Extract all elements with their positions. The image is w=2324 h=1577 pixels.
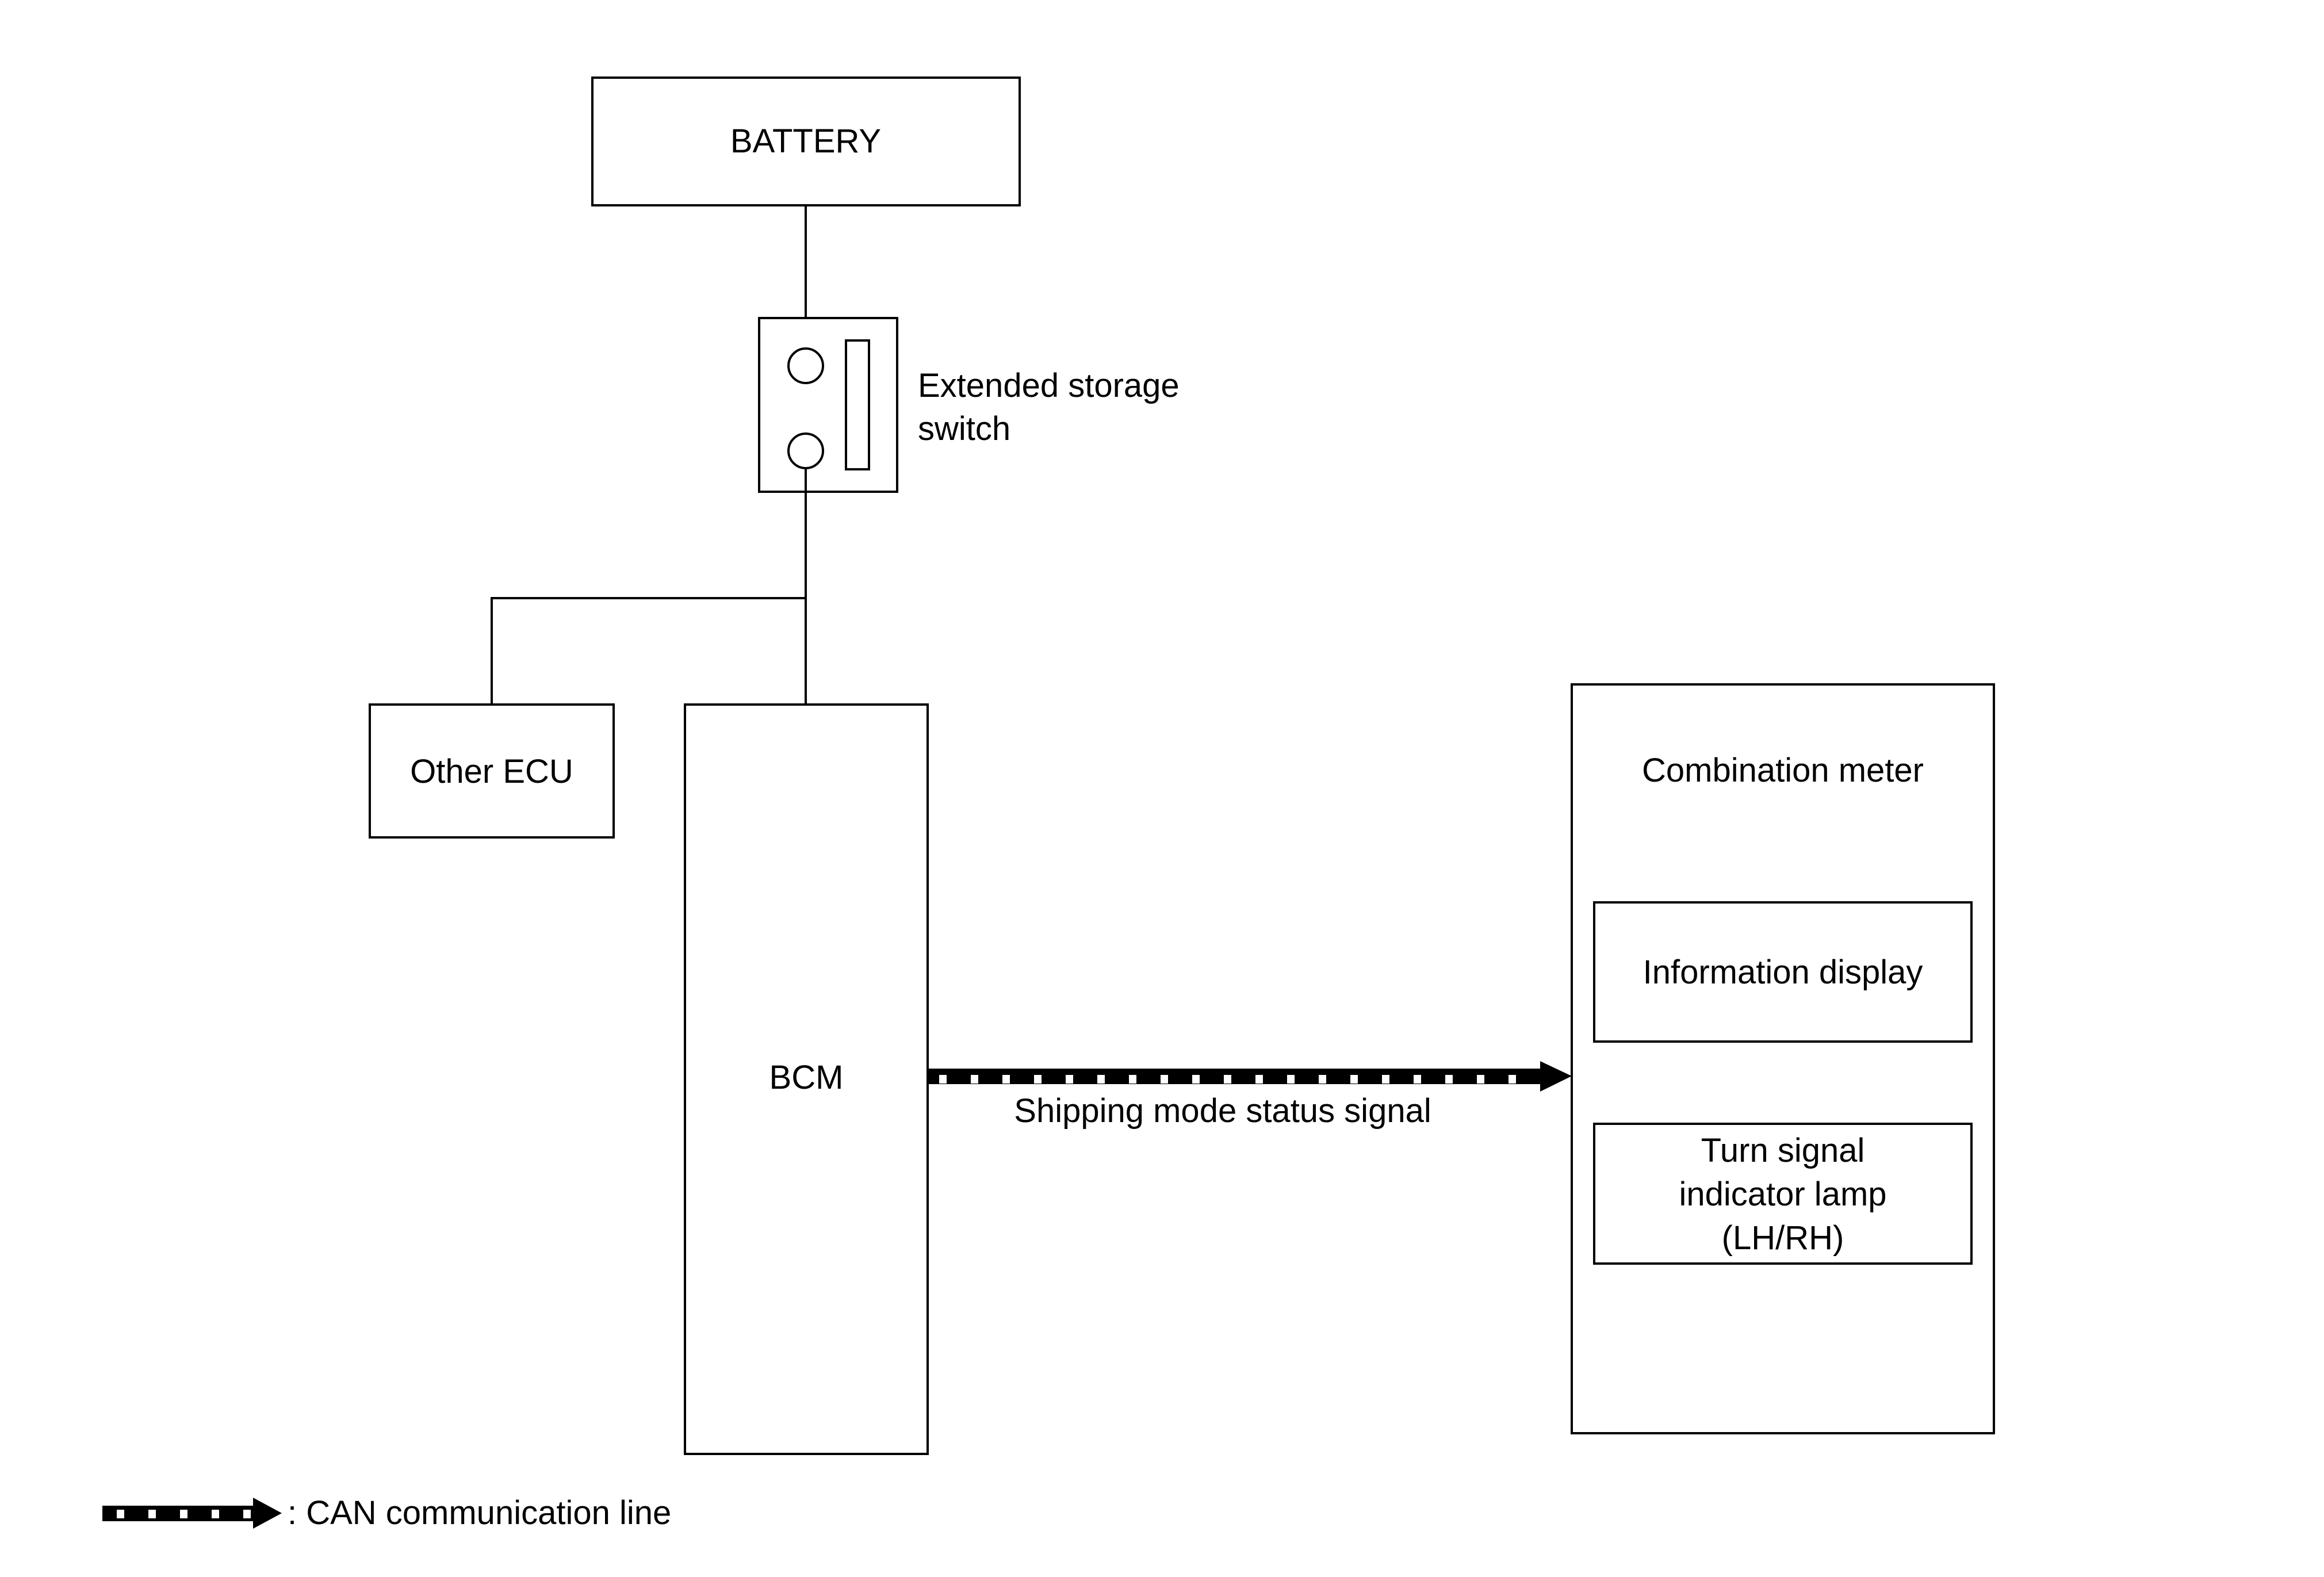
switch-terminal-top bbox=[787, 347, 824, 384]
switch-fuse-element bbox=[845, 339, 870, 470]
turn-signal-label-line3: (LH/RH) bbox=[1722, 1219, 1844, 1257]
other-ecu-box bbox=[369, 703, 615, 839]
battery-box bbox=[591, 76, 1021, 206]
legend-can-label: : CAN communication line bbox=[288, 1494, 671, 1532]
signal-label: Shipping mode status signal bbox=[1014, 1092, 1431, 1130]
storage-switch-label-line1: Extended storage bbox=[918, 367, 1180, 404]
legend-can-arrowhead bbox=[253, 1498, 282, 1529]
combination-meter-box bbox=[1571, 683, 1995, 1434]
switch-terminal-bottom bbox=[787, 432, 824, 469]
turn-signal-lamp-box bbox=[1593, 1123, 1973, 1265]
legend-can-line-sample bbox=[102, 1506, 255, 1521]
bcm-label: BCM bbox=[769, 1059, 844, 1096]
bcm-box bbox=[684, 703, 929, 1455]
other-ecu-label: Other ECU bbox=[410, 753, 573, 790]
information-display-label: Information display bbox=[1643, 954, 1923, 991]
storage-switch-box bbox=[758, 317, 898, 493]
turn-signal-label-line2: indicator lamp bbox=[1679, 1176, 1886, 1213]
turn-signal-label-line1: Turn signal bbox=[1701, 1132, 1865, 1169]
combination-meter-label: Combination meter bbox=[1642, 752, 1924, 789]
can-line-signal bbox=[928, 1069, 1540, 1084]
wire-branch-other-ecu bbox=[491, 597, 806, 705]
can-line-arrowhead bbox=[1540, 1061, 1572, 1092]
battery-label: BATTERY bbox=[730, 123, 881, 160]
storage-switch-label-line2: switch bbox=[918, 410, 1010, 447]
information-display-box bbox=[1593, 901, 1973, 1043]
